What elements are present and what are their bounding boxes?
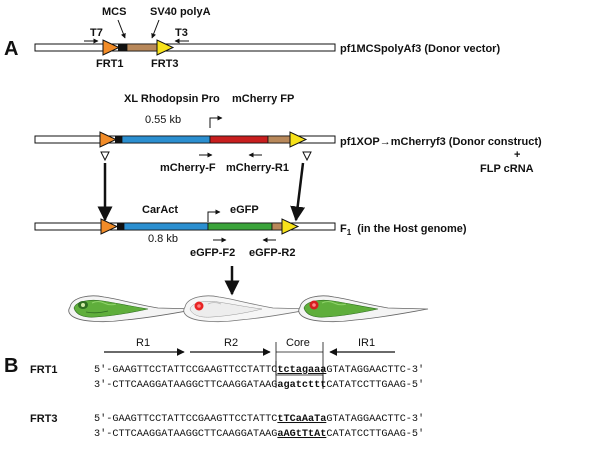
f1-label: F bbox=[340, 223, 347, 235]
frt3-bot-post: CATATCCTTGAAG-5′ bbox=[326, 428, 424, 440]
sv40-polya-label: SV40 polyA bbox=[150, 6, 211, 18]
recombination-site-marker-2 bbox=[302, 151, 312, 162]
f1-subscript: 1 bbox=[347, 228, 352, 237]
rhodopsin-promoter-label: XL Rhodopsin Pro bbox=[124, 93, 220, 105]
r1-label: R1 bbox=[136, 337, 150, 349]
host-genome-description: (in the Host genome) bbox=[357, 223, 467, 235]
frt3-seq-label: FRT3 bbox=[30, 413, 58, 425]
frt3-sequence-block: FRT3 5′-GAAGTTCCTATTCCGAAGTTCCTATTCtTCaA… bbox=[30, 413, 424, 440]
egfp-f2-label: eGFP-F2 bbox=[190, 247, 235, 259]
rhodopsin-promoter-segment bbox=[121, 135, 211, 144]
frt1-sequence-block: FRT1 5′-GAAGTTCCTATTCCGAAGTTCCTATTCtctag… bbox=[30, 361, 424, 391]
donor-vector-row: MCS SV40 polyA T7 T3 FRT1 FRT3 pf1MCSpol… bbox=[34, 6, 500, 70]
panel-label-b: B bbox=[4, 355, 18, 377]
frt3-top-pre: 5′-GAAGTTCCTATTCCGAAGTTCCTATTC bbox=[94, 413, 277, 425]
frt3-bot-core: aAGtTtAt bbox=[277, 429, 326, 440]
ir1-label: IR1 bbox=[358, 337, 375, 349]
plus-sign: + bbox=[514, 149, 520, 161]
mcs-pointer bbox=[117, 19, 126, 39]
core-label: Core bbox=[286, 337, 310, 349]
construct-polya-segment bbox=[267, 135, 291, 144]
frt1-seq-label: FRT1 bbox=[30, 364, 58, 376]
caract-promoter-segment bbox=[123, 222, 209, 231]
frt3-top-post: GTATAGGAACTTC-3′ bbox=[326, 413, 424, 425]
host-frt1-triangle bbox=[100, 218, 119, 235]
polya-pointer bbox=[151, 19, 160, 39]
tadpole-icon-green bbox=[68, 295, 199, 323]
mcs-segment bbox=[118, 44, 127, 51]
egfp-label: eGFP bbox=[230, 204, 259, 216]
frt1-top-strand: 5′-GAAGTTCCTATTCCGAAGTTCCTATTCtctagaaaGT… bbox=[94, 364, 424, 376]
construct-mcs-segment bbox=[115, 136, 122, 143]
vector-backbone bbox=[34, 43, 336, 52]
promoter-size-label: 0.55 kb bbox=[145, 114, 181, 126]
construct-frt3-triangle bbox=[289, 131, 308, 148]
recombination-site-marker-1 bbox=[100, 151, 110, 162]
frt3-bottom-strand: 3′-CTTCAAGGATAAGGCTTCAAGGATAAGaAGtTtAtCA… bbox=[94, 428, 424, 440]
sequence-header: R1 R2 Core IR1 bbox=[104, 337, 395, 388]
frt3-bot-pre: 3′-CTTCAAGGATAAGGCTTCAAGGATAAG bbox=[94, 428, 277, 440]
flp-crna-label: FLP cRNA bbox=[480, 163, 534, 175]
frt1-triangle bbox=[102, 39, 121, 56]
frt1-cut-site bbox=[275, 361, 324, 389]
donor-construct-row: XL Rhodopsin Pro mCherry FP 0.55 kb mChe… bbox=[34, 93, 542, 175]
egfp-r2-label: eGFP-R2 bbox=[249, 247, 295, 259]
panel-label-a: A bbox=[4, 38, 18, 60]
donor-construct-name: pf1XOP→mCherryf3 (Donor construct) bbox=[340, 136, 542, 148]
frt3-top-strand: 5′-GAAGTTCCTATTCCGAAGTTCCTATTCtTCaAaTaGT… bbox=[94, 413, 424, 425]
frt3-top-core: tTCaAaTa bbox=[277, 414, 326, 425]
recombination-arrow-right bbox=[290, 162, 306, 222]
t3-label: T3 bbox=[175, 27, 188, 39]
frt3-label: FRT3 bbox=[151, 58, 179, 70]
mcs-label: MCS bbox=[102, 6, 126, 18]
donor-vector-name: pf1MCSpolyAf3 (Donor vector) bbox=[340, 43, 500, 55]
polya-segment bbox=[126, 43, 158, 52]
egfp-transcription-start-arrow bbox=[207, 209, 221, 222]
mcherry-r1-label: mCherry-R1 bbox=[226, 162, 289, 174]
frt1-top-pre: 5′-GAAGTTCCTATTCCGAAGTTCCTATTC bbox=[94, 364, 277, 376]
mcherry-segment bbox=[209, 135, 269, 144]
frt3-triangle bbox=[156, 39, 175, 56]
host-mcs-segment bbox=[117, 223, 124, 230]
frt1-bot-core: agatcttt bbox=[277, 380, 326, 391]
caract-size-label: 0.8 kb bbox=[148, 233, 178, 245]
frt1-bot-pre: 3′-CTTCAAGGATAAGGCTTCAAGGATAAG bbox=[94, 379, 277, 391]
construct-frt1-triangle bbox=[99, 131, 118, 148]
t7-label: T7 bbox=[90, 27, 103, 39]
tadpole-icon-green-red-eye bbox=[298, 295, 429, 323]
egfp-segment bbox=[207, 222, 273, 231]
host-polya-segment bbox=[271, 222, 283, 231]
r2-label: R2 bbox=[224, 337, 238, 349]
mcherry-f-label: mCherry-F bbox=[160, 162, 216, 174]
frt1-label: FRT1 bbox=[96, 58, 124, 70]
frt1-bot-post: CATATCCTTGAAG-5′ bbox=[326, 379, 424, 391]
frt1-top-core: tctagaaa bbox=[277, 365, 326, 376]
tadpole-icon-red-eye bbox=[183, 295, 314, 323]
host-genome-row: CarAct eGFP 0.8 kb eGFP-F2 eGFP-R2 F1 (in… bbox=[34, 204, 467, 259]
host-genome-name: F1 (in the Host genome) bbox=[340, 223, 467, 237]
mcherry-fp-label: mCherry FP bbox=[232, 93, 294, 105]
caract-label: CarAct bbox=[142, 204, 178, 216]
transcription-start-arrow bbox=[209, 115, 223, 128]
frt1-top-post: GTATAGGAACTTC-3′ bbox=[326, 364, 424, 376]
frt1-bottom-strand: 3′-CTTCAAGGATAAGGCTTCAAGGATAAGagatctttCA… bbox=[94, 379, 424, 391]
host-frt3-triangle bbox=[281, 218, 300, 235]
